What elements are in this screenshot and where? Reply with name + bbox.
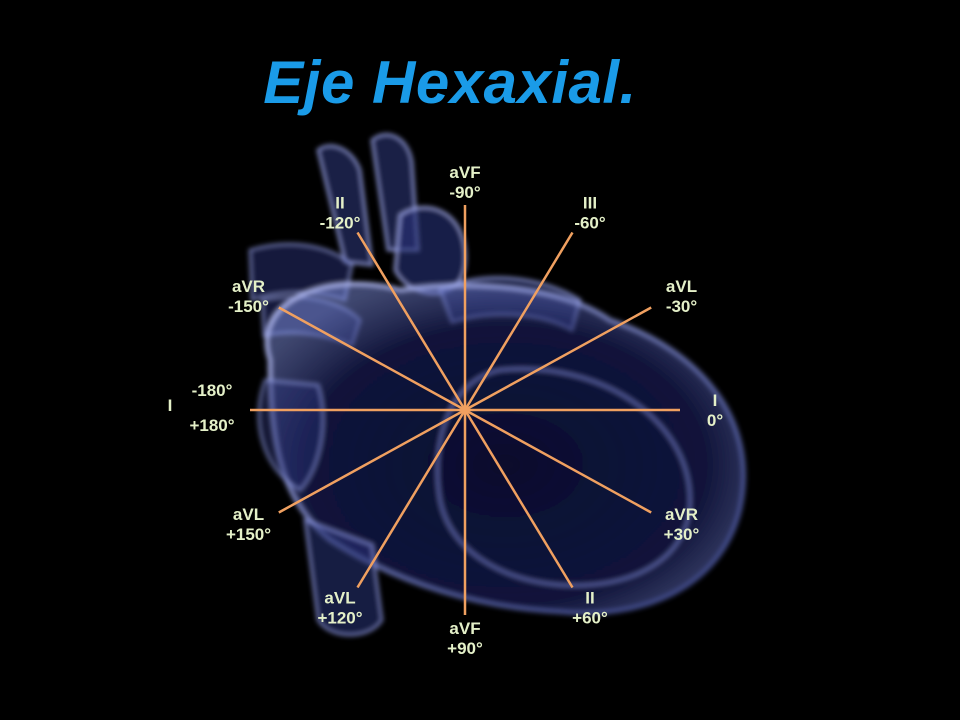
heart-illustration (248, 133, 747, 637)
lead-name-label: II (335, 194, 344, 213)
lead-name-label: II (585, 589, 594, 608)
axis-labels: I0°aVR+30°II+60°aVF+90°aVL+120°aVL+150°a… (168, 163, 724, 658)
lead-degree-label: -120° (320, 214, 361, 233)
lead-name-label: aVR (665, 505, 698, 524)
lead-degree-label: +150° (226, 525, 271, 544)
axis-ray (464, 306, 652, 412)
axis-ray (278, 306, 466, 412)
lead-degree-label: +60° (572, 609, 608, 628)
axis-ray (278, 408, 466, 514)
lead-degree-label: -150° (228, 297, 269, 316)
axis-lines (250, 205, 680, 615)
axis-ray (463, 231, 574, 411)
lead-degree-label: +30° (664, 525, 700, 544)
lead-name-label: III (583, 194, 597, 213)
lead-name-label: aVF (449, 163, 480, 182)
axis-ray (356, 231, 467, 411)
page-title: Eje Hexaxial. (263, 49, 637, 116)
lead-name-label: aVF (449, 619, 480, 638)
lead-name-label: aVL (324, 589, 355, 608)
lead-degree-label: -90° (449, 183, 481, 202)
lead-name-label: aVL (233, 505, 264, 524)
lead-degree-label: +120° (317, 609, 362, 628)
lead-degree-label: +180° (189, 416, 234, 435)
axis-ray (464, 408, 652, 514)
lead-degree-label: +90° (447, 639, 483, 658)
axis-ray (356, 409, 467, 589)
lead-name-label: I (713, 391, 718, 410)
lead-degree-label: 0° (707, 411, 723, 430)
axis-ray (463, 409, 574, 589)
lead-name-label: aVR (232, 277, 265, 296)
lead-name-label: I (168, 396, 173, 415)
lead-degree-label: -60° (574, 214, 606, 233)
lead-name-label: aVL (666, 277, 697, 296)
lead-degree-label: -30° (666, 297, 698, 316)
lead-degree-label: -180° (192, 381, 233, 400)
